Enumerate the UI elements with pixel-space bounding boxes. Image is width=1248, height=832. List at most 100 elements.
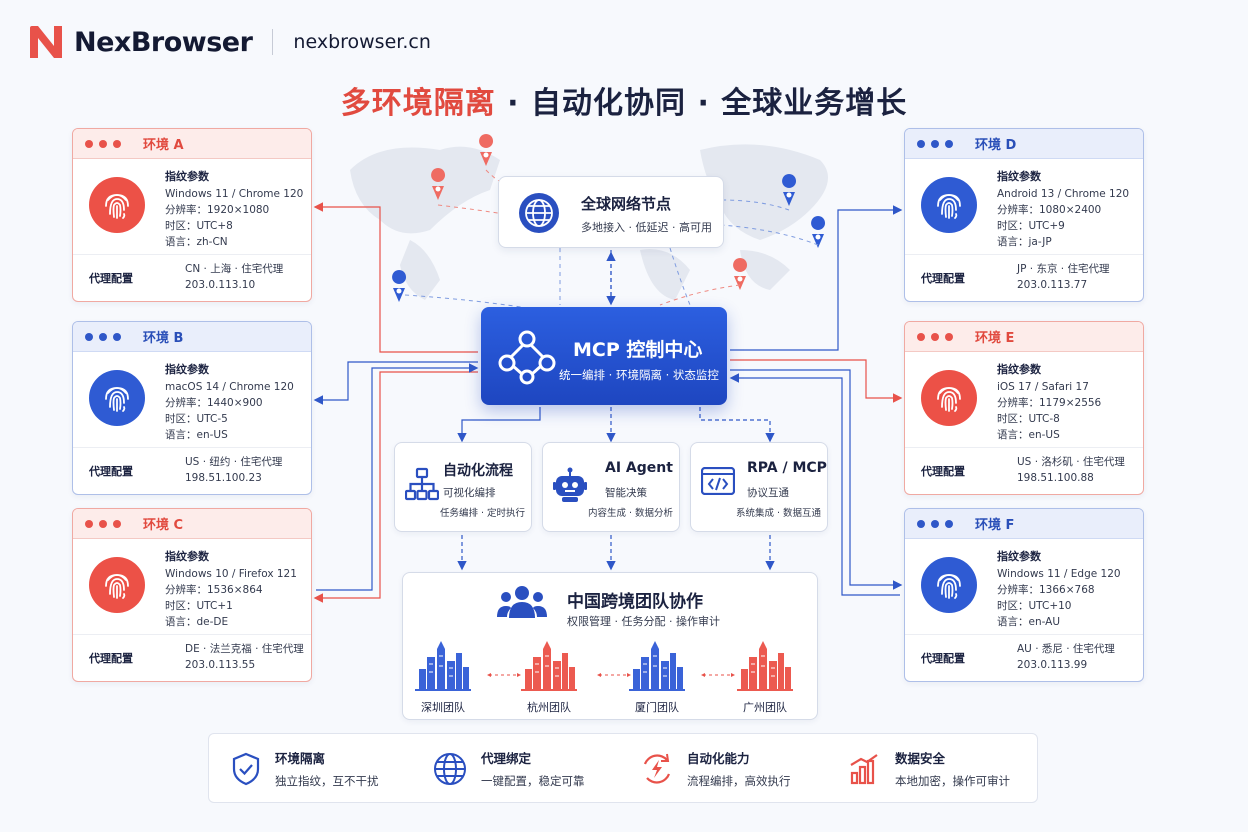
feature-title: 自动化能力 — [687, 751, 750, 766]
core-connectors — [457, 250, 775, 571]
language: 语言：en-US — [997, 429, 1060, 441]
feature-security[interactable]: 数据安全 本地加密，操作可审计 — [849, 748, 1010, 789]
proxy-value: JP · 东京 · 住宅代理 203.0.113.77 — [1017, 261, 1109, 293]
proxy-ip: 203.0.113.55 — [185, 659, 256, 671]
module-detail: 任务编排 · 定时执行 — [439, 508, 525, 519]
environment-card-header: 环境 E — [905, 322, 1143, 352]
feature-automation[interactable]: 自动化能力 流程编排，高效执行 — [641, 748, 791, 789]
module-title: 自动化流程 — [443, 463, 513, 479]
city-label: 杭州团队 — [527, 701, 571, 714]
team-icon — [497, 586, 547, 618]
feature-proxy[interactable]: 代理绑定 一键配置，稳定可靠 — [433, 748, 585, 789]
feature-subtitle: 一键配置，稳定可靠 — [481, 774, 585, 788]
map-pins — [392, 134, 826, 302]
feature-subtitle: 独立指纹，互不干扰 — [275, 774, 379, 788]
module-automation[interactable]: 自动化流程 可视化编排 任务编排 · 定时执行 — [394, 442, 532, 532]
bar-chart-icon — [850, 753, 878, 784]
headline-part-2: 自动化协同 — [531, 86, 686, 121]
map-pin-icon — [392, 270, 407, 302]
environment-card-d[interactable]: 环境 D 指纹参数 Android 13 / Chrome 120 分辨率：10… — [904, 128, 1144, 302]
city-label: 厦门团队 — [635, 701, 679, 714]
city-label: 广州团队 — [743, 701, 787, 714]
resolution: 分辨率：1440×900 — [165, 397, 263, 409]
proxy-value: CN · 上海 · 住宅代理 203.0.113.10 — [185, 261, 283, 293]
params-heading: 指纹参数 — [165, 550, 209, 563]
environment-title: 环境 F — [975, 518, 1015, 533]
proxy-heading: 代理配置 — [89, 272, 133, 285]
proxy-section: 代理配置 JP · 东京 · 住宅代理 203.0.113.77 — [905, 255, 1143, 301]
global-network-node[interactable]: 全球网络节点 多地接入 · 低延迟 · 高可用 — [498, 176, 724, 248]
feature-isolation[interactable]: 环境隔离 独立指纹，互不干扰 — [231, 748, 379, 789]
resolution: 分辨率：1080×2400 — [997, 204, 1102, 216]
environment-card-header: 环境 C — [73, 509, 311, 539]
proxy-location: CN · 上海 · 住宅代理 — [185, 263, 284, 275]
environment-card-header: 环境 D — [905, 129, 1143, 159]
feature-subtitle: 流程编排，高效执行 — [687, 774, 791, 788]
world-map — [350, 144, 828, 300]
module-rpa-mcp[interactable]: RPA / MCP 协议互通 系统集成 · 数据互通 — [690, 442, 828, 532]
feature-subtitle: 本地加密，操作可审计 — [895, 774, 1010, 788]
fingerprint-icon — [89, 557, 145, 613]
environment-card-f[interactable]: 环境 F 指纹参数 Windows 11 / Edge 120 分辨率：1366… — [904, 508, 1144, 682]
resolution: 分辨率：1366×768 — [997, 584, 1095, 596]
robot-icon — [553, 467, 587, 502]
timezone: 时区：UTC+8 — [165, 220, 233, 232]
environment-card-a[interactable]: 环境 A 指纹参数 Windows 11 / Chrome 120 分辨率：19… — [72, 128, 312, 302]
brand-domain[interactable]: nexbrowser.cn — [293, 31, 431, 53]
proxy-location: AU · 悉尼 · 住宅代理 — [1017, 643, 1115, 655]
environment-card-e[interactable]: 环境 E 指纹参数 iOS 17 / Safari 17 分辨率：1179×25… — [904, 321, 1144, 495]
language: 语言：ja-JP — [997, 236, 1052, 248]
proxy-value: US · 纽约 · 住宅代理 198.51.100.23 — [185, 454, 282, 486]
window-dots-icon — [85, 332, 121, 341]
proxy-section: 代理配置 CN · 上海 · 住宅代理 203.0.113.10 — [73, 255, 311, 301]
team-subtitle: 权限管理 · 任务分配 · 操作审计 — [567, 615, 720, 628]
os-browser: Windows 11 / Edge 120 — [997, 568, 1121, 580]
environment-title: 环境 B — [143, 331, 184, 346]
fingerprint-params: 指纹参数 Windows 11 / Edge 120 分辨率：1366×768 … — [997, 549, 1121, 630]
module-subtitle: 智能决策 — [605, 487, 647, 499]
feature-bar: 环境隔离 独立指纹，互不干扰 代理绑定 一键配置，稳定可靠 自动化能力 流程编排… — [208, 733, 1038, 803]
headline-part-1: 多环境隔离 — [340, 86, 496, 121]
proxy-heading: 代理配置 — [89, 652, 133, 665]
environment-card-b[interactable]: 环境 B 指纹参数 macOS 14 / Chrome 120 分辨率：1440… — [72, 321, 312, 495]
proxy-ip: 198.51.100.23 — [185, 472, 262, 484]
city-team[interactable]: 杭州团队 — [509, 639, 589, 715]
city-team[interactable]: 厦门团队 — [617, 639, 697, 715]
params-heading: 指纹参数 — [997, 363, 1041, 376]
city-team[interactable]: 广州团队 — [725, 639, 805, 715]
code-window-icon — [701, 467, 735, 495]
globe-icon — [519, 193, 559, 233]
environment-card-header: 环境 F — [905, 509, 1143, 539]
fingerprint-section: 指纹参数 macOS 14 / Chrome 120 分辨率：1440×900 … — [73, 352, 311, 448]
module-ai-agent[interactable]: AI Agent 智能决策 内容生成 · 数据分析 — [542, 442, 680, 532]
module-detail: 内容生成 · 数据分析 — [587, 508, 673, 519]
right-connectors — [729, 205, 903, 596]
map-pin-icon — [782, 174, 797, 206]
proxy-heading: 代理配置 — [921, 272, 965, 285]
global-node-subtitle: 多地接入 · 低延迟 · 高可用 — [581, 221, 712, 234]
city-skyline-icon — [737, 641, 793, 691]
module-title: RPA / MCP — [747, 460, 827, 476]
params-heading: 指纹参数 — [165, 363, 209, 376]
city-team[interactable]: 深圳团队 — [403, 639, 483, 715]
proxy-location: JP · 东京 · 住宅代理 — [1017, 263, 1110, 275]
feature-title: 数据安全 — [895, 751, 946, 766]
brand-header: NexBrowser nexbrowser.cn — [28, 24, 431, 60]
os-browser: macOS 14 / Chrome 120 — [165, 381, 294, 393]
window-dots-icon — [917, 139, 953, 148]
proxy-location: US · 纽约 · 住宅代理 — [185, 456, 283, 468]
map-pin-icon — [479, 134, 494, 166]
fingerprint-icon — [921, 177, 977, 233]
team-collaboration-panel[interactable]: 中国跨境团队协作 权限管理 · 任务分配 · 操作审计 — [402, 572, 818, 720]
proxy-location: DE · 法兰克福 · 住宅代理 — [185, 643, 304, 655]
mcp-control-center[interactable]: MCP 控制中心 统一编排 · 环境隔离 · 状态监控 — [481, 307, 727, 405]
map-pin-icon — [733, 258, 748, 290]
headline: 多环境隔离 · 自动化协同 · 全球业务增长 — [0, 78, 1248, 122]
proxy-section: 代理配置 AU · 悉尼 · 住宅代理 203.0.113.99 — [905, 635, 1143, 681]
environment-card-c[interactable]: 环境 C 指纹参数 Windows 10 / Firefox 121 分辨率：1… — [72, 508, 312, 682]
fingerprint-params: 指纹参数 Windows 10 / Firefox 121 分辨率：1536×8… — [165, 549, 297, 630]
fingerprint-section: 指纹参数 Windows 11 / Edge 120 分辨率：1366×768 … — [905, 539, 1143, 635]
header-divider — [272, 29, 274, 55]
mcp-title: MCP 控制中心 — [573, 339, 703, 361]
